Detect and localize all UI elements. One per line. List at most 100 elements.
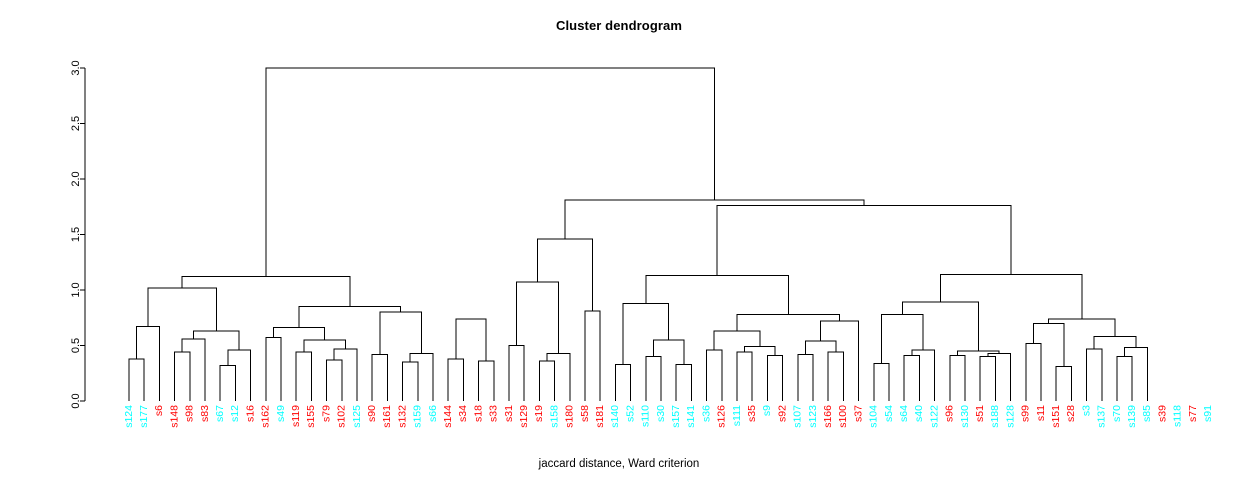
y-axis-tick-label: 2.0 — [70, 171, 82, 186]
leaf-label: s52 — [624, 405, 636, 422]
leaf-label: s161 — [381, 405, 393, 428]
dendrogram-link — [736, 351, 753, 401]
dendrogram-link — [1055, 366, 1072, 401]
leaf-label: s6 — [153, 405, 165, 416]
leaf-label: s77 — [1187, 405, 1199, 422]
leaf-label: s19 — [533, 405, 545, 422]
leaf-label: s155 — [305, 405, 317, 428]
dendrogram-link — [227, 349, 252, 401]
y-axis: 0.00.51.01.52.02.53.0 — [70, 60, 86, 409]
leaf-label: s96 — [944, 405, 956, 422]
leaf-label: s37 — [852, 405, 864, 422]
leaf-label: s128 — [1004, 405, 1016, 428]
dendrogram-link — [766, 355, 784, 401]
leaf-label: s137 — [1096, 405, 1108, 428]
y-axis-tick-label: 0.0 — [70, 393, 82, 408]
leaf-label: s85 — [1141, 405, 1153, 422]
leaf-label: s177 — [138, 405, 150, 428]
leaf-label: s83 — [199, 405, 211, 422]
leaf-label: s58 — [579, 405, 591, 422]
leaf-label: s111 — [731, 405, 743, 426]
leaf-label: s119 — [290, 405, 302, 427]
dendrogram-link — [716, 205, 1012, 276]
dendrogram-link — [265, 67, 716, 277]
leaf-label: s162 — [260, 405, 272, 428]
dendrogram-link — [1116, 356, 1133, 401]
leaf-label: s28 — [1065, 405, 1077, 422]
leaf-label: s64 — [898, 405, 910, 422]
leaf-label: s11 — [1035, 405, 1047, 421]
dendrogram-link — [1086, 348, 1103, 401]
leaf-label: s18 — [472, 405, 484, 422]
dendrogram-link — [911, 349, 936, 401]
dendrogram-link — [333, 348, 358, 401]
leaf-label: s30 — [655, 405, 667, 422]
leaf-label: s130 — [959, 405, 971, 428]
leaf-label: s39 — [1156, 405, 1168, 422]
leaf-label: s118 — [1172, 405, 1184, 427]
leaf-label: s188 — [989, 405, 1001, 428]
leaf-label: s12 — [229, 405, 241, 422]
leaf-label: s99 — [1020, 405, 1032, 422]
dendrogram-link — [744, 346, 776, 356]
leaf-label: s132 — [396, 405, 408, 428]
leaf-label: s70 — [1111, 405, 1123, 422]
dendrogram-link — [1124, 347, 1148, 401]
dendrogram-link — [901, 301, 979, 352]
y-axis-tick-label: 2.5 — [70, 116, 82, 131]
leaf-label: s159 — [412, 405, 424, 428]
leaf-label: s16 — [244, 405, 256, 422]
dendrogram-link — [326, 359, 343, 401]
leaf-label: s140 — [609, 405, 621, 428]
page-title: Cluster dendrogram — [555, 18, 683, 33]
dendrogram-link — [455, 318, 487, 361]
leaf-label: s49 — [275, 405, 287, 422]
dendrogram-link — [939, 274, 1083, 319]
y-axis-tick-label: 1.5 — [70, 227, 82, 242]
leaf-label: s129 — [518, 405, 530, 428]
dendrogram-link — [371, 353, 388, 401]
dendrogram-link — [402, 361, 419, 401]
dendrogram-link — [537, 238, 594, 312]
dendrogram-link — [538, 360, 556, 401]
leaf-label: s54 — [883, 405, 895, 422]
dendrogram-link — [409, 352, 434, 401]
leaf-label: s40 — [913, 405, 925, 422]
leaf-label: s33 — [488, 405, 500, 422]
leaf-label: s181 — [594, 405, 606, 428]
dendrogram-link — [903, 355, 920, 401]
leaf-label: s166 — [822, 405, 834, 428]
leaf-label: s104 — [868, 405, 880, 428]
leaf-label: s122 — [928, 405, 940, 428]
dendrogram-links — [128, 67, 1148, 401]
dendrogram-link — [379, 311, 423, 355]
leaf-label: s91 — [1202, 405, 1214, 422]
leaf-label: s92 — [776, 405, 788, 422]
dendrogram-link — [295, 351, 312, 401]
dendrogram-link — [675, 363, 692, 401]
leaf-label: s36 — [700, 405, 712, 422]
dendrogram-link — [827, 351, 844, 401]
dendrogram-link — [193, 330, 240, 350]
dendrogram-link — [987, 352, 1012, 401]
dendrogram-link — [645, 356, 662, 401]
dendrogram-link — [478, 360, 495, 401]
dendrogram-link — [652, 339, 685, 365]
dendrogram-link — [147, 287, 217, 332]
leaf-label: s144 — [442, 405, 454, 428]
leaf-label: s3 — [1080, 405, 1092, 416]
leaf-label: s157 — [670, 405, 682, 428]
dendrogram-link — [820, 320, 860, 401]
dendrogram-link — [949, 355, 966, 401]
leaf-label: s35 — [746, 405, 758, 422]
dendrogram-link — [706, 349, 723, 401]
leaf-label: s123 — [807, 405, 819, 428]
leaf-label: s151 — [1050, 405, 1062, 428]
leaf-label: s67 — [214, 405, 226, 422]
leaf-label: s31 — [503, 405, 515, 422]
dendrogram-link — [1093, 336, 1137, 349]
leaf-label: s125 — [351, 405, 363, 428]
